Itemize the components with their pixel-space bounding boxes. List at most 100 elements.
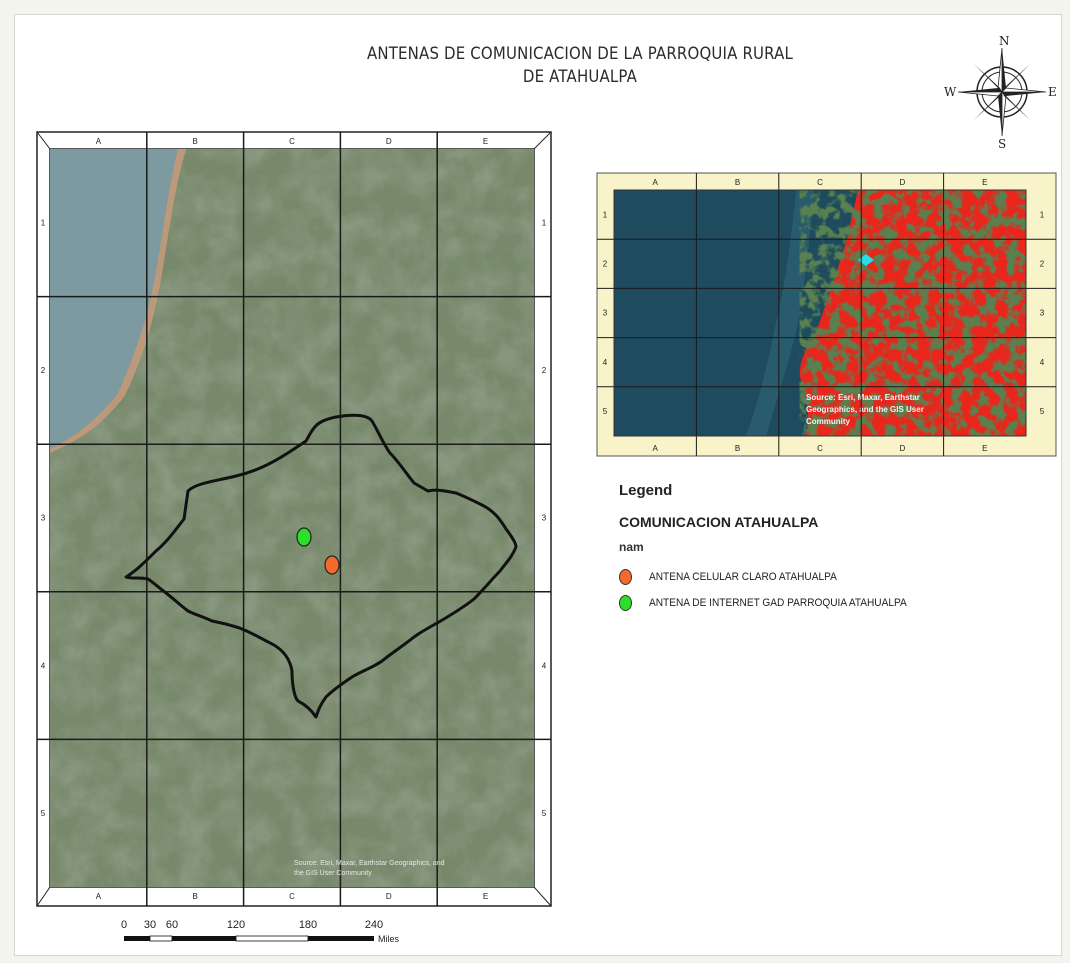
inset-map-grid xyxy=(597,173,1056,456)
main-map-grid-labels: A A B B C C D D E E 1 1 2 2 3 3 4 4 5 5 xyxy=(41,137,547,901)
grid-row-label: 1 xyxy=(542,218,547,227)
main-attribution-line-2: the GIS User Community xyxy=(294,870,372,877)
scale-seg-1 xyxy=(124,936,150,941)
legend-layer-name: COMUNICACION ATAHUALPA xyxy=(619,514,819,530)
grid-row-label: 5 xyxy=(41,809,46,818)
grid-row-label: 1 xyxy=(1040,210,1045,219)
grid-row-label: 3 xyxy=(542,514,547,523)
map-title-line-1: ANTENAS DE COMUNICACION DE LA PARROQUIA … xyxy=(366,44,794,64)
grid-row-label: 4 xyxy=(41,661,46,670)
grid-column-label: D xyxy=(386,892,392,901)
scale-tick-label: 0 xyxy=(121,919,127,931)
inset-shallow-water xyxy=(746,190,814,436)
grid-column-label: A xyxy=(96,137,102,146)
grid-row-label: 3 xyxy=(603,309,608,318)
legend-field-name: nam xyxy=(619,540,644,554)
scale-seg-3 xyxy=(172,936,236,941)
inset-attribution-line-3: Community xyxy=(806,417,851,426)
grid-column-label: B xyxy=(193,137,198,146)
grid-row-label: 5 xyxy=(1040,407,1045,416)
sea-area xyxy=(50,149,178,449)
grid-column-label: B xyxy=(735,444,740,453)
grid-column-label: A xyxy=(653,178,659,187)
orange-dot-icon xyxy=(619,569,632,585)
main-map-imagery xyxy=(50,149,534,887)
grid-column-label: E xyxy=(982,178,987,187)
grid-column-label: C xyxy=(289,137,295,146)
coastline-sand xyxy=(50,149,186,453)
grid-column-label: D xyxy=(900,178,906,187)
grid-column-label: B xyxy=(735,178,740,187)
legend-item-claro[interactable]: ANTENA CELULAR CLARO ATAHUALPA xyxy=(619,564,929,590)
map-title-line-2: DE ATAHUALPA xyxy=(522,67,638,87)
scale-seg-4 xyxy=(235,935,309,942)
grid-column-label: E xyxy=(982,444,987,453)
inset-map-imagery: Source: Esri, Maxar, Earthstar Geographi… xyxy=(614,190,1026,436)
main-map-grid xyxy=(37,132,551,906)
grid-column-label: D xyxy=(900,444,906,453)
inset-map-grid-labels: A A B B C C D D E E 1 1 2 2 3 3 4 4 5 5 xyxy=(603,178,1045,453)
green-dot-icon xyxy=(619,595,632,611)
parish-boundary[interactable] xyxy=(124,413,518,719)
antenna-marker-claro[interactable] xyxy=(324,555,340,575)
scale-unit-label: Miles xyxy=(378,934,400,944)
corner-bl xyxy=(36,886,51,907)
legend-item-internet[interactable]: ANTENA DE INTERNET GAD PARROQUIA ATAHUAL… xyxy=(619,590,929,616)
grid-column-label: D xyxy=(386,137,392,146)
inset-parish-location-marker[interactable] xyxy=(858,254,874,266)
legend-item-label: ANTENA DE INTERNET GAD PARROQUIA ATAHUAL… xyxy=(649,597,907,609)
corner-tl xyxy=(36,131,51,150)
grid-row-label: 2 xyxy=(603,259,608,268)
compass-north-label: N xyxy=(999,34,1010,48)
compass-east-label: E xyxy=(1048,85,1057,99)
grid-column-label: A xyxy=(96,892,102,901)
compass-west-label: W xyxy=(944,85,957,99)
antenna-markers xyxy=(296,527,340,575)
grid-row-label: 4 xyxy=(603,358,608,367)
scale-tick-label: 120 xyxy=(227,919,245,931)
map-legend: Legend COMUNICACION ATAHUALPA nam ANTENA… xyxy=(619,482,929,616)
antenna-marker-internet[interactable] xyxy=(296,527,312,547)
legend-item-label: ANTENA CELULAR CLARO ATAHUALPA xyxy=(649,571,837,583)
grid-row-label: 5 xyxy=(542,809,547,818)
inset-vegetation-texture xyxy=(799,190,1026,436)
grid-row-label: 1 xyxy=(603,210,608,219)
compass-rose-icon: N S E W xyxy=(944,34,1062,152)
scale-tick-label: 180 xyxy=(299,919,317,931)
inset-inner-border xyxy=(613,189,1027,437)
corner-tr xyxy=(533,131,552,150)
inset-attribution-line-1: Source: Esri, Maxar, Earthstar xyxy=(806,393,920,402)
main-map-frame: A A B B C C D D E E 1 1 2 2 3 3 4 4 5 5 Source: Esri, Maxar… xyxy=(36,131,552,907)
inset-map-frame: Source: Esri, Maxar, Earthstar Geographi… xyxy=(596,172,1057,458)
grid-column-label: C xyxy=(289,892,295,901)
grid-column-label: A xyxy=(653,444,659,453)
grid-row-label: 2 xyxy=(1040,259,1045,268)
grid-row-label: 3 xyxy=(1040,309,1045,318)
inset-map[interactable]: Source: Esri, Maxar, Earthstar Geographi… xyxy=(596,172,1057,458)
scale-seg-2 xyxy=(149,935,173,942)
scale-tick-label: 30 xyxy=(144,919,156,931)
grid-column-label: E xyxy=(483,137,488,146)
scale-seg-5 xyxy=(308,936,374,941)
grid-row-label: 3 xyxy=(41,514,46,523)
grid-column-label: C xyxy=(817,178,823,187)
scale-tick-label: 240 xyxy=(365,919,383,931)
grid-column-label: C xyxy=(817,444,823,453)
main-map[interactable]: A A B B C C D D E E 1 1 2 2 3 3 4 4 5 5 Source: Esri, Maxar… xyxy=(36,131,552,907)
grid-row-label: 5 xyxy=(603,407,608,416)
compass-rose-graphic xyxy=(957,47,1047,137)
compass-south-label: S xyxy=(998,137,1007,151)
grid-row-label: 1 xyxy=(41,218,46,227)
grid-row-label: 4 xyxy=(1040,358,1045,367)
inset-attribution-line-2: Geographics, and the GIS User xyxy=(806,405,924,414)
grid-row-label: 2 xyxy=(542,366,547,375)
grid-column-label: E xyxy=(483,892,488,901)
grid-column-label: B xyxy=(193,892,198,901)
corner-br xyxy=(533,886,552,907)
grid-row-label: 4 xyxy=(542,661,547,670)
main-attribution-line-1: Source: Esri, Maxar, Earthstar Geographi… xyxy=(294,860,445,867)
grid-row-label: 2 xyxy=(41,366,46,375)
